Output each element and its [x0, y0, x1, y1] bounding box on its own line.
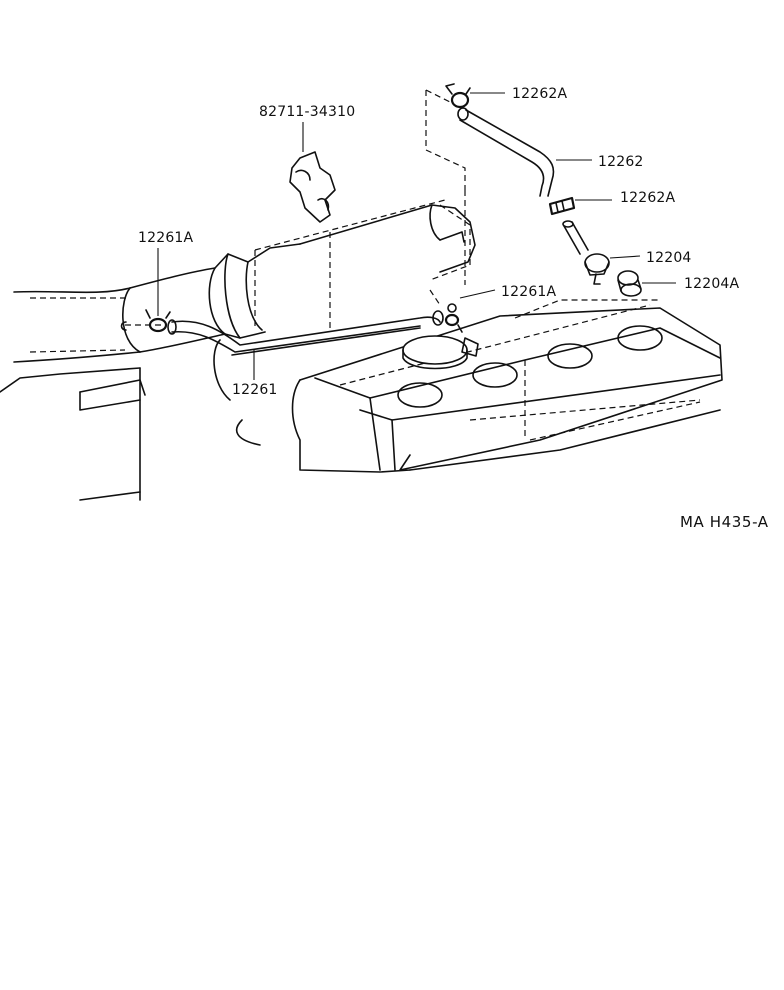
label-12261A-left: 12261A: [138, 230, 194, 246]
label-12204: 12204: [646, 250, 692, 266]
label-82711-34310: 82711-34310: [259, 104, 355, 120]
hose-12262: [425, 89, 592, 197]
pcv-valve-12204: [584, 253, 641, 285]
label-12262A-mid: 12262A: [620, 190, 676, 206]
air-cleaner-housing: [254, 190, 476, 330]
label-12261: 12261: [232, 382, 278, 398]
label-12204A: 12204A: [684, 276, 740, 292]
clamp-82711: [289, 122, 336, 223]
clamp-12262A-top: [445, 83, 505, 109]
air-intake-duct: [0, 243, 301, 501]
label-12261A-right: 12261A: [501, 284, 557, 300]
cylinder-head-cover: [291, 299, 723, 473]
grommet-12204A: [617, 270, 676, 297]
label-12262: 12262: [598, 154, 644, 170]
clamp-12261A-left: [120, 248, 171, 333]
diagram-code: MA H435-A: [680, 513, 769, 531]
pcv-tube: [562, 220, 589, 255]
oil-filler-cap: [402, 335, 479, 370]
hose-12261: [125, 289, 444, 446]
label-12262A-top: 12262A: [512, 86, 568, 102]
clamp-12261A-right: [444, 289, 496, 333]
clamp-12262A-mid: [548, 196, 612, 216]
